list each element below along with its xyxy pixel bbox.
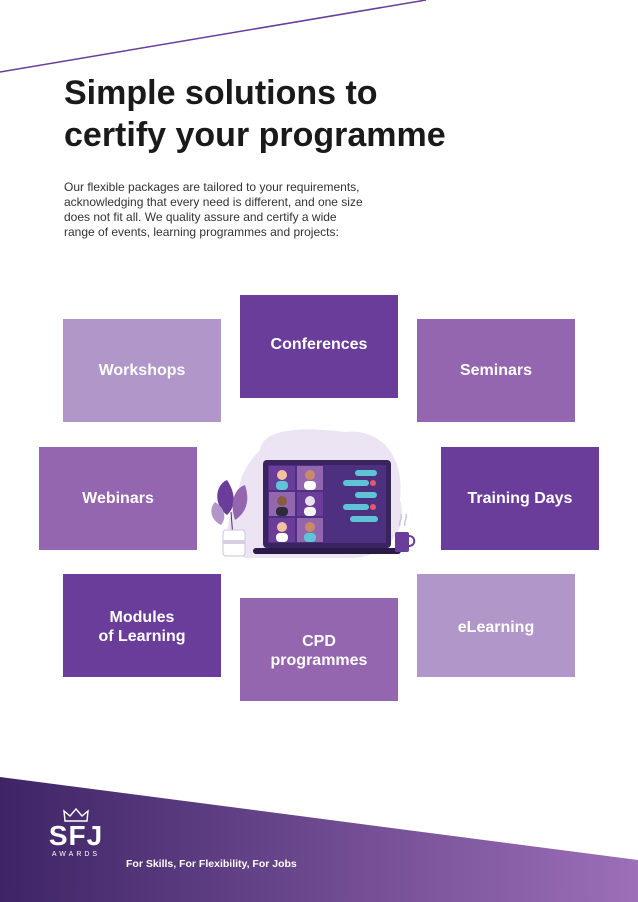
tile-label: CPD programmes [270,633,368,669]
logo-subtext: AWARDS [51,851,101,858]
title-line-2: certify your programme [64,116,446,154]
tile-label: Conferences [270,336,368,353]
title-line-1: Simple solutions to [64,74,378,112]
logo-text: SFJ [48,820,104,851]
crown-icon [63,808,89,822]
tile-training-days: Training Days [441,447,599,550]
tile-webinars: Webinars [39,447,197,550]
sfj-awards-logo: SFJ AWARDS [44,808,108,860]
decorative-line [0,0,427,73]
tile-label: Workshops [98,362,186,379]
tile-workshops: Workshops [63,319,221,422]
tile-seminars: Seminars [417,319,575,422]
video-conference-laptop-icon [211,429,416,559]
tile-label: Webinars [82,490,154,507]
footer-banner [0,777,638,902]
page-title: Simple solutions to certify your program… [64,72,446,156]
tile-label: eLearning [457,619,535,636]
footer-tagline: For Skills, For Flexibility, For Jobs [126,858,297,870]
tile-label: Training Days [467,490,573,507]
tile-label: Modules of Learning [98,609,186,645]
intro-paragraph: Our flexible packages are tailored to yo… [64,180,363,239]
tile-modules-of-learning: Modules of Learning [63,574,221,677]
tile-conferences: Conferences [240,295,398,398]
tile-cpd-programmes: CPD programmes [240,598,398,701]
tile-label: Seminars [459,362,533,379]
tile-elearning: eLearning [417,574,575,677]
